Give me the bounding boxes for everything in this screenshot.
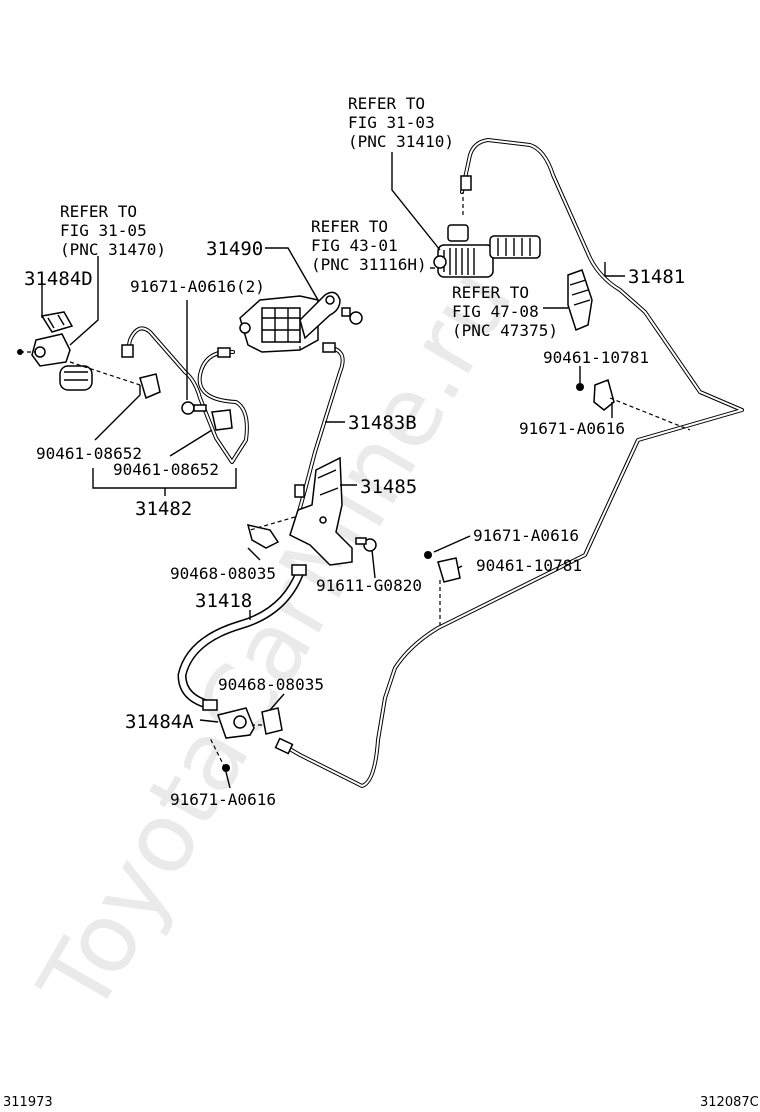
label-31483b: 31483B xyxy=(348,412,417,434)
clutch-hose-31418 xyxy=(177,564,307,711)
svg-text:FIG 31-03: FIG 31-03 xyxy=(348,113,435,132)
svg-text:(PNC 47375): (PNC 47375) xyxy=(452,321,558,340)
clutch-pipe-31482 xyxy=(121,326,249,464)
label-90461-08652-a: 90461-08652 xyxy=(36,444,142,463)
label-31481: 31481 xyxy=(628,266,685,288)
svg-text:FIG 43-01: FIG 43-01 xyxy=(311,236,398,255)
bracket-31484a xyxy=(217,523,283,739)
label-91671-a0616-2: 91671-A0616(2) xyxy=(130,277,265,296)
refer-note-fig-43-01: REFER TO FIG 43-01 (PNC 31116H) xyxy=(311,217,427,274)
bracket-31485 xyxy=(289,456,353,566)
svg-text:REFER TO: REFER TO xyxy=(452,283,529,302)
label-90468-08035-b: 90468-08035 xyxy=(218,675,324,694)
label-90461-10781-top: 90461-10781 xyxy=(543,348,649,367)
refer-note-fig-31-05: REFER TO FIG 31-05 (PNC 31470) xyxy=(60,202,166,259)
svg-text:(PNC 31116H): (PNC 31116H) xyxy=(311,255,427,274)
label-31484a: 31484A xyxy=(125,711,194,733)
label-31482: 31482 xyxy=(135,498,192,520)
footer-right-code: 312087C xyxy=(700,1095,759,1110)
label-31484d: 31484D xyxy=(24,268,93,290)
alignment-dashes xyxy=(20,192,691,769)
release-cylinder xyxy=(17,333,93,391)
svg-text:(PNC 31410): (PNC 31410) xyxy=(348,132,454,151)
clutch-pipe-31483b xyxy=(294,342,345,517)
svg-text:(PNC 31470): (PNC 31470) xyxy=(60,240,166,259)
pipe-clamp-47375 xyxy=(567,269,593,332)
svg-text:REFER TO: REFER TO xyxy=(311,217,388,236)
label-90461-08652-b: 90461-08652 xyxy=(113,460,219,479)
svg-text:REFER TO: REFER TO xyxy=(348,94,425,113)
label-91671-a0616-right: 91671-A0616 xyxy=(519,419,625,438)
bolts xyxy=(181,307,584,772)
clip-31484d xyxy=(40,311,74,333)
refer-note-fig-47-08: REFER TO FIG 47-08 (PNC 47375) xyxy=(452,283,558,340)
clip-90461-08652 xyxy=(139,373,233,431)
label-31418: 31418 xyxy=(195,590,252,612)
refer-note-fig-31-03: REFER TO FIG 31-03 (PNC 31410) xyxy=(348,94,454,151)
leader-lines xyxy=(41,152,625,789)
master-cylinder xyxy=(433,224,541,278)
label-91611-g0820: 91611-G0820 xyxy=(316,576,422,595)
svg-text:FIG 31-05: FIG 31-05 xyxy=(60,221,147,240)
label-91671-a0616-bottom: 91671-A0616 xyxy=(170,790,276,809)
label-31490: 31490 xyxy=(206,238,263,260)
footer-left-code: 311973 xyxy=(3,1095,53,1110)
label-31485: 31485 xyxy=(360,476,417,498)
label-91671-a0616-mid: 91671-A0616 xyxy=(473,526,579,545)
label-90461-10781-mid: 90461-10781 xyxy=(476,556,582,575)
svg-text:FIG 47-08: FIG 47-08 xyxy=(452,302,539,321)
watermark: ToyotaCarMine.ru xyxy=(17,249,534,1032)
label-90468-08035-a: 90468-08035 xyxy=(170,564,276,583)
clutch-pipe-31481 xyxy=(274,138,744,788)
clip-90461-10781 xyxy=(437,379,615,583)
svg-text:REFER TO: REFER TO xyxy=(60,202,137,221)
